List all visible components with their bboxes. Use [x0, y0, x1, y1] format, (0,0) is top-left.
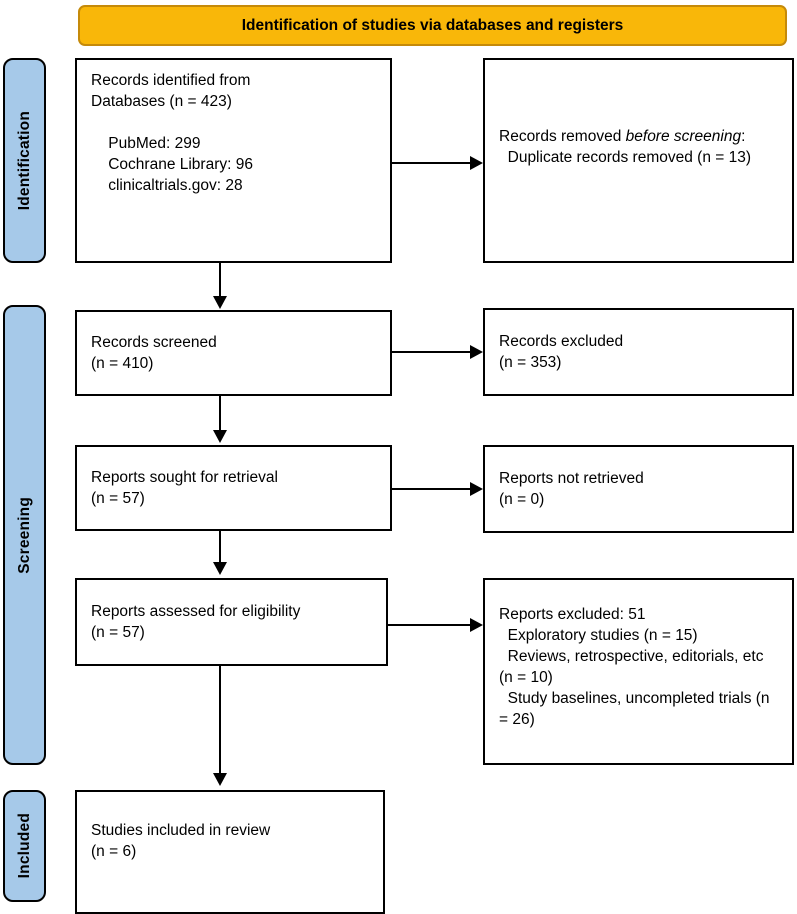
arrowhead-assessed-to-reports-excluded [470, 618, 483, 632]
box-reports-not-retrieved: Reports not retrieved (n = 0) [483, 445, 794, 533]
arrowhead-sought-to-assessed [213, 562, 227, 575]
box-records-screened: Records screened (n = 410) [75, 310, 392, 396]
box-reports-sought-for-retrieval: Reports sought for retrieval (n = 57) [75, 445, 392, 531]
removed-suffix: : Duplicate records removed (n = 13) [507, 128, 752, 167]
removed-prefix: Records removed [499, 128, 626, 145]
box-records-identified-text: Records identified from Databases (n = 4… [91, 72, 253, 195]
box-reports-assessed-text: Reports assessed for eligibility (n = 57… [91, 602, 301, 641]
connector-identified-to-screened [219, 262, 221, 298]
stage-label-screening-text: Screening [15, 496, 33, 574]
arrowhead-screened-to-excluded [470, 345, 483, 359]
connector-assessed-to-included [219, 665, 221, 775]
connector-sought-to-not-retrieved [390, 488, 470, 490]
box-studies-included-text: Studies included in review (n = 6) [91, 822, 271, 861]
arrowhead-sought-to-not-retrieved [470, 482, 483, 496]
box-records-screened-text: Records screened (n = 410) [91, 333, 217, 372]
connector-sought-to-assessed [219, 531, 221, 564]
arrowhead-identified-to-removed [470, 156, 483, 170]
connector-assessed-to-reports-excluded [388, 624, 470, 626]
box-studies-included-in-review: Studies included in review (n = 6) [75, 790, 385, 914]
connector-identified-to-removed [390, 162, 470, 164]
arrowhead-assessed-to-included [213, 773, 227, 786]
arrowhead-screened-to-sought [213, 430, 227, 443]
stage-label-included: Included [3, 790, 46, 902]
box-reports-assessed-for-eligibility: Reports assessed for eligibility (n = 57… [75, 578, 388, 666]
box-reports-excluded: Reports excluded: 51 Exploratory studies… [483, 578, 794, 765]
box-reports-excluded-text: Reports excluded: 51 Exploratory studies… [499, 606, 770, 729]
stage-label-identification: Identification [3, 58, 46, 263]
removed-italic-phrase: before screening [625, 128, 742, 145]
box-records-identified: Records identified from Databases (n = 4… [75, 58, 392, 263]
box-reports-not-retrieved-text: Reports not retrieved (n = 0) [499, 469, 644, 508]
header-title: Identification of studies via databases … [241, 16, 624, 34]
stage-label-identification-text: Identification [15, 110, 33, 211]
box-reports-sought-text: Reports sought for retrieval (n = 57) [91, 468, 278, 507]
connector-screened-to-excluded [390, 351, 470, 353]
arrowhead-identified-to-screened [213, 296, 227, 309]
header-banner: Identification of studies via databases … [78, 5, 787, 46]
box-records-removed-text: Records removed before screening: Duplic… [499, 126, 778, 168]
stage-label-included-text: Included [15, 813, 33, 879]
stage-label-screening: Screening [3, 305, 46, 765]
box-records-excluded-text: Records excluded (n = 353) [499, 332, 624, 371]
box-records-removed-before-screening: Records removed before screening: Duplic… [483, 58, 794, 263]
box-records-excluded: Records excluded (n = 353) [483, 308, 794, 396]
connector-screened-to-sought [219, 396, 221, 432]
